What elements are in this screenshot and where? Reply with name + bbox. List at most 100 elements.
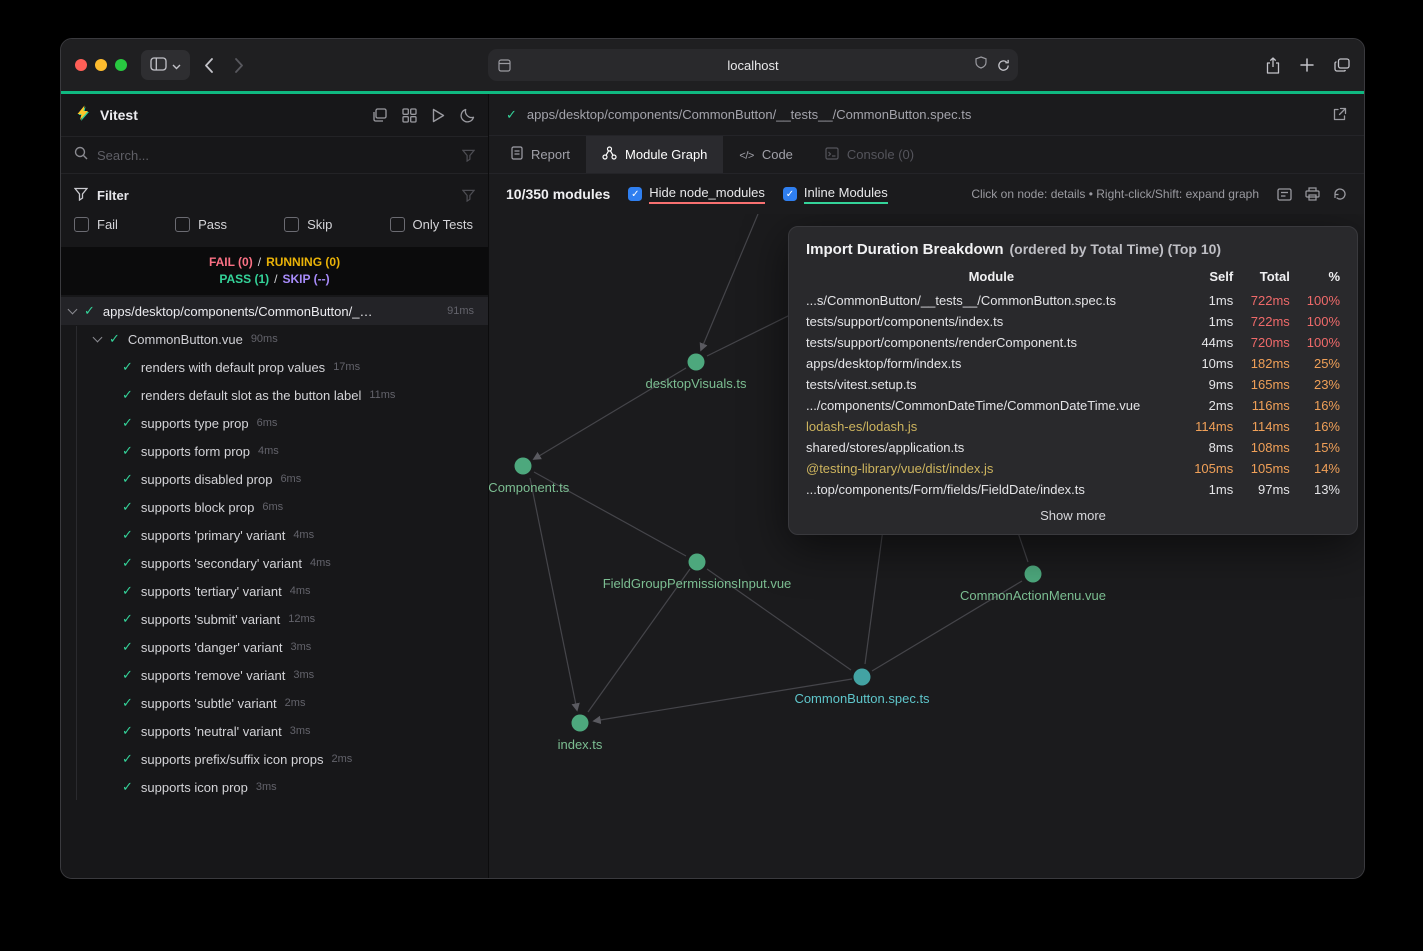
- checkbox-box[interactable]: [389, 217, 405, 232]
- tab-console[interactable]: Console (0): [809, 136, 930, 173]
- test-file-duration: 91ms: [447, 305, 474, 317]
- close-window-button[interactable]: [75, 59, 87, 71]
- windows-icon[interactable]: [372, 108, 387, 122]
- module-cell: .../components/CommonDateTime/CommonDate…: [806, 398, 1141, 413]
- module-graph-canvas[interactable]: desktopVisuals.tserComponent.tsFieldGrou…: [489, 214, 1364, 878]
- checkbox-checked-icon[interactable]: ✓: [628, 187, 643, 201]
- filter-checkbox-pass[interactable]: Pass: [175, 217, 227, 232]
- share-button[interactable]: [1266, 56, 1280, 74]
- open-external-icon[interactable]: [1332, 107, 1347, 122]
- minimize-window-button[interactable]: [95, 59, 107, 71]
- check-icon: ✓: [122, 359, 133, 374]
- check-icon: ✓: [506, 106, 517, 122]
- breakdown-row[interactable]: ...s/CommonButton/__tests__/CommonButton…: [806, 290, 1340, 311]
- filter-checkbox-fail[interactable]: Fail: [74, 217, 118, 232]
- breakdown-row[interactable]: ...top/components/Form/fields/FieldDate/…: [806, 479, 1340, 500]
- graph-node-commonactionmenu-vue[interactable]: [1024, 565, 1042, 583]
- page-settings-icon[interactable]: [498, 58, 511, 72]
- funnel-secondary-icon[interactable]: [462, 189, 475, 202]
- reload-button[interactable]: [997, 59, 1010, 72]
- print-graph-icon[interactable]: [1305, 187, 1320, 201]
- checkbox-box[interactable]: [175, 217, 191, 232]
- search-input[interactable]: [97, 147, 453, 163]
- inline-modules-checkbox[interactable]: ✓ Inline Modules: [782, 185, 888, 204]
- fail-running-line: FAIL (0)/RUNNING (0): [208, 255, 341, 269]
- filter-checkbox-skip[interactable]: Skip: [284, 217, 332, 232]
- show-more-button[interactable]: Show more: [1040, 508, 1106, 523]
- total-cell: 108ms: [1250, 440, 1290, 455]
- percent-cell: 100%: [1306, 314, 1340, 329]
- clear-filter-icon[interactable]: [462, 149, 475, 162]
- graph-node-fieldgrouppermissionsinput-vue[interactable]: [688, 553, 706, 571]
- chevron-down-icon[interactable]: [67, 304, 78, 314]
- breakdown-row[interactable]: tests/support/components/renderComponent…: [806, 332, 1340, 353]
- url-bar[interactable]: localhost: [488, 49, 1018, 81]
- graph-node-desktopvisuals-ts[interactable]: [687, 353, 705, 371]
- check-icon: ✓: [122, 499, 133, 514]
- graph-node-commonbutton-spec-ts[interactable]: [853, 668, 871, 686]
- self-cell: 8ms: [1208, 440, 1234, 455]
- forward-button[interactable]: [235, 57, 244, 73]
- tab-code[interactable]: Code: [723, 136, 808, 173]
- hide-node-modules-checkbox[interactable]: ✓ Hide node_modules: [628, 185, 765, 204]
- tab-module-graph[interactable]: Module Graph: [586, 136, 724, 173]
- search-icon: [74, 146, 88, 165]
- tab-report[interactable]: Report: [495, 136, 586, 173]
- checkbox-box[interactable]: [284, 217, 300, 232]
- privacy-report-icon[interactable]: [975, 56, 987, 74]
- total-cell: 97ms: [1258, 482, 1290, 497]
- new-tab-button[interactable]: [1300, 57, 1314, 74]
- test-suite-row[interactable]: ✓ CommonButton.vue 90ms: [61, 325, 488, 353]
- breakdown-row[interactable]: .../components/CommonDateTime/CommonDate…: [806, 395, 1340, 416]
- dashboard-icon[interactable]: [402, 107, 417, 123]
- tab-overview-button[interactable]: [1334, 57, 1350, 74]
- graph-node-label: FieldGroupPermissionsInput.vue: [602, 576, 792, 591]
- graph-node-index-ts[interactable]: [571, 714, 589, 732]
- reset-graph-icon[interactable]: [1333, 187, 1347, 201]
- check-icon: ✓: [122, 667, 133, 682]
- test-duration: 3ms: [293, 669, 315, 681]
- theme-toggle-icon[interactable]: [460, 108, 475, 123]
- module-cell: shared/stores/application.ts: [806, 440, 965, 455]
- test-file-row[interactable]: ✓ apps/desktop/components/CommonButton/_…: [61, 297, 488, 325]
- chevron-down-icon[interactable]: [92, 332, 103, 342]
- graph-legend-icon[interactable]: [1277, 187, 1292, 201]
- sidebar-toggle-button[interactable]: [141, 50, 190, 80]
- check-icon: ✓: [122, 751, 133, 766]
- checkbox-box[interactable]: [74, 217, 89, 232]
- self-cell: 44ms: [1201, 335, 1234, 350]
- running-count: RUNNING (0): [266, 255, 341, 269]
- filter-checkbox-only-tests[interactable]: Only Tests: [389, 217, 473, 232]
- run-all-icon[interactable]: [432, 108, 445, 123]
- column-header-self: Self: [1209, 269, 1234, 284]
- test-row[interactable]: ✓renders default slot as the button labe…: [61, 381, 488, 409]
- test-name: supports 'subtle' variant: [140, 695, 277, 711]
- graph-node-ercomponent-ts[interactable]: [514, 457, 532, 475]
- back-button[interactable]: [204, 57, 213, 73]
- zoom-window-button[interactable]: [115, 59, 127, 71]
- vitest-accent-line: [61, 91, 1364, 94]
- checkbox-checked-icon[interactable]: ✓: [782, 187, 797, 201]
- check-icon: ✓: [122, 695, 133, 710]
